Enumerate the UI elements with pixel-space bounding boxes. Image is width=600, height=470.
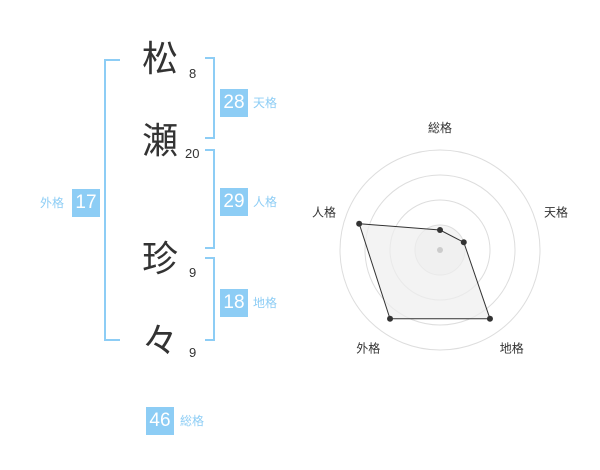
stroke-count-1: 8 <box>189 66 197 81</box>
chikaku-label: 地格 <box>253 296 278 310</box>
stroke-count-3: 9 <box>189 265 197 280</box>
name-char-3: 珍 <box>141 239 178 280</box>
name-char-2: 瀬 <box>141 121 178 162</box>
radar-point <box>387 315 394 322</box>
tenkaku-bracket <box>205 57 215 139</box>
gaikaku-bracket <box>104 59 120 341</box>
tenkaku-value: 28 <box>220 89 248 117</box>
gaikaku-value: 17 <box>72 189 100 217</box>
radar-axis-label: 外格 <box>356 341 380 356</box>
gaikaku-label: 外格 <box>40 196 65 210</box>
jinkaku-bracket <box>205 149 215 249</box>
name-char-4: 々 <box>141 321 178 362</box>
radar-point <box>460 239 467 246</box>
radar-center-dot <box>437 247 443 253</box>
chikaku-value: 18 <box>220 289 248 317</box>
chikaku-bracket <box>205 257 215 341</box>
radar-point <box>486 315 493 322</box>
stroke-count-2: 20 <box>185 146 200 161</box>
soukaku-label: 総格 <box>180 414 205 428</box>
radar-axis-label: 人格 <box>312 204 336 219</box>
soukaku-value: 46 <box>146 407 174 435</box>
radar-axis-label: 天格 <box>544 204 568 219</box>
radar-polygon <box>358 223 491 320</box>
radar-axis-label: 総格 <box>428 120 452 135</box>
radar-point <box>356 220 363 227</box>
stroke-count-4: 9 <box>189 345 197 360</box>
tenkaku-label: 天格 <box>253 96 278 110</box>
jinkaku-label: 人格 <box>253 195 278 209</box>
name-char-1: 松 <box>141 39 178 80</box>
jinkaku-value: 29 <box>220 188 248 216</box>
radar-ring <box>339 149 541 351</box>
radar-point <box>437 227 443 233</box>
radar-axis-label: 地格 <box>500 341 524 356</box>
radar-ring <box>364 174 516 326</box>
